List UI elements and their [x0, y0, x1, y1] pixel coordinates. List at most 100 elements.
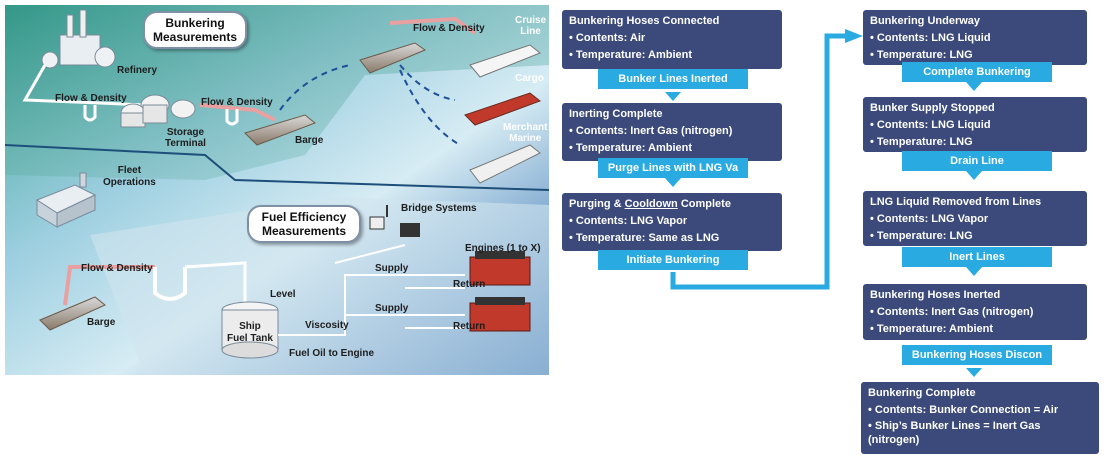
meter-u-1 — [83, 105, 97, 122]
return-label-2: Return — [453, 321, 486, 332]
flow-density-label-3: Flow & Density — [413, 23, 485, 34]
flow-box-bullet: • Contents: LNG Vapor — [569, 215, 688, 227]
flow-box-supply-stopped: Bunker Supply Stopped • Contents: LNG Li… — [863, 97, 1087, 152]
merchant-marine-label: Merchant Marine — [503, 122, 547, 144]
return-lines — [405, 287, 465, 329]
connector-line — [670, 33, 848, 290]
flow-box-title: Bunker Supply Stopped — [870, 102, 995, 114]
coast-line — [4, 144, 550, 191]
storage-terminal-label: Storage Terminal — [165, 127, 206, 149]
flow-box-title: Bunkering Complete — [868, 387, 976, 399]
bridge-systems-icon — [369, 205, 420, 237]
flow-box-bullet: • Temperature: Ambient — [870, 323, 994, 335]
flow-box-bunkering-complete: Bunkering Complete • Contents: Bunker Co… — [861, 382, 1099, 454]
ship-fuel-tank-label: Ship Fuel Tank — [227, 321, 273, 345]
flow-box-bullet: • Contents: Inert Gas (nitrogen) — [870, 306, 1034, 318]
title-part-a: Purging & — [569, 198, 625, 210]
flow-box-bullet: • Temperature: Ambient — [569, 49, 693, 61]
flow-step-initiate-bunkering: Initiate Bunkering — [598, 250, 748, 270]
supply-label-1: Supply — [375, 263, 409, 274]
diagram-canvas — [4, 5, 550, 375]
flow-box-bullet: • Ship’s Bunker Lines = Inert Gas — [868, 420, 1041, 432]
cargo-label: Cargo — [515, 73, 544, 84]
flow-box-bullet: (nitrogen) — [868, 434, 920, 446]
pipe-bottom — [63, 265, 155, 306]
flow-box-bullet: • Temperature: Ambient — [569, 142, 693, 154]
supply-label-2: Supply — [375, 303, 409, 314]
merchant-label-line-1: Merchant — [503, 122, 548, 133]
pipe-refinery — [22, 64, 146, 107]
fleet-operations-label: Fleet Operations — [103, 165, 156, 189]
title-part-b: Cooldown — [624, 198, 678, 210]
cruise-line-label: Cruise Line — [515, 15, 546, 37]
engine-2-icon — [469, 297, 531, 332]
flow-box-hoses-inerted: Bunkering Hoses Inerted • Contents: Iner… — [863, 284, 1087, 340]
route-dashed-2 — [399, 64, 456, 101]
flow-box-bunkering-underway: Bunkering Underway • Contents: LNG Liqui… — [863, 10, 1087, 65]
fuel-title-line-1: Fuel Efficiency — [261, 210, 347, 224]
storage-tanks-icon — [120, 94, 196, 128]
flow-step-inert-lines: Inert Lines — [902, 247, 1052, 267]
merchant-ship-icon — [469, 144, 541, 184]
flow-box-title: LNG Liquid Removed from Lines — [870, 196, 1042, 208]
refinery-icon — [41, 9, 116, 69]
level-label: Level — [270, 289, 296, 300]
cruise-label-line-2: Line — [520, 26, 541, 37]
pipe-barge-ships — [389, 16, 477, 35]
flow-density-label-2: Flow & Density — [201, 97, 273, 108]
pipe-bottom-2 — [184, 261, 247, 310]
barge-bottom-label: Barge — [87, 317, 116, 328]
fuel-tank-icon — [221, 301, 279, 359]
flow-box-title: Bunkering Hoses Connected — [569, 15, 720, 27]
engine-1-icon — [469, 251, 531, 286]
arrow-head-right — [845, 29, 863, 43]
flow-box-title: Inerting Complete — [569, 108, 663, 120]
flow-box-bullet: • Contents: Air — [569, 32, 646, 44]
flow-box-bullet: • Temperature: LNG — [870, 136, 973, 148]
flow-step-purge-lines: Purge Lines with LNG Va — [598, 158, 748, 178]
fuel-oil-to-engine-label: Fuel Oil to Engine — [289, 348, 374, 359]
arrow-down-5 — [966, 267, 982, 276]
barge-top-icon — [244, 114, 316, 146]
route-dashed-3 — [399, 69, 461, 146]
title-part-c: Complete — [677, 198, 731, 210]
barge-top-label: Barge — [295, 135, 324, 146]
storage-label-line-2: Terminal — [165, 138, 206, 149]
return-label-1: Return — [453, 279, 486, 290]
viscosity-label: Viscosity — [305, 320, 349, 331]
storage-label-line-1: Storage — [166, 127, 205, 138]
flow-box-bullet: • Temperature: LNG — [870, 230, 973, 242]
flow-density-label-4: Flow & Density — [81, 263, 153, 274]
fuel-efficiency-title: Fuel Efficiency Measurements — [247, 205, 361, 243]
ship-panel — [90, 197, 549, 375]
fleet-label-line-2: Operations — [103, 177, 156, 188]
flow-step-drain-line: Drain Line — [902, 151, 1052, 171]
measurements-title-line-2: Measurements — [152, 30, 238, 44]
arrow-down-6 — [966, 368, 982, 377]
cruise-label-line-1: Cruise — [515, 15, 547, 26]
flow-box-bullet: • Contents: LNG Vapor — [870, 213, 989, 225]
flow-box-purging-cooldown: Purging & Cooldown Complete • Contents: … — [562, 193, 782, 251]
measurements-title-line-1: Bunkering — [165, 16, 225, 30]
barge-bottom-icon — [39, 296, 106, 331]
flow-box-bullet: • Temperature: LNG — [870, 49, 973, 61]
bunkering-diagram: Bunkering Measurements Fuel Efficiency M… — [4, 5, 550, 375]
arrow-down-3 — [966, 82, 982, 91]
flow-box-lng-removed: LNG Liquid Removed from Lines • Contents… — [863, 191, 1087, 246]
flow-box-title: Bunkering Underway — [870, 15, 981, 27]
tank-label-line-1: Ship — [239, 321, 261, 332]
fleet-building-icon — [35, 172, 97, 228]
cruise-ship-icon — [469, 44, 541, 78]
flow-box-bullet: • Contents: Bunker Connection = Air — [868, 404, 1059, 416]
engines-label: Engines (1 to X) — [465, 243, 541, 254]
flow-box-title: Purging & Cooldown Complete — [569, 196, 775, 213]
bunkering-measurements-title: Bunkering Measurements — [143, 11, 247, 49]
flow-box-inerting-complete: Inerting Complete • Contents: Inert Gas … — [562, 103, 782, 161]
flow-box-bullet: • Contents: LNG Liquid — [870, 32, 991, 44]
flow-density-label-1: Flow & Density — [55, 93, 127, 104]
barge-right-icon — [359, 42, 427, 74]
flow-step-complete-bunkering: Complete Bunkering — [902, 62, 1052, 82]
meter-u-2 — [225, 109, 239, 126]
